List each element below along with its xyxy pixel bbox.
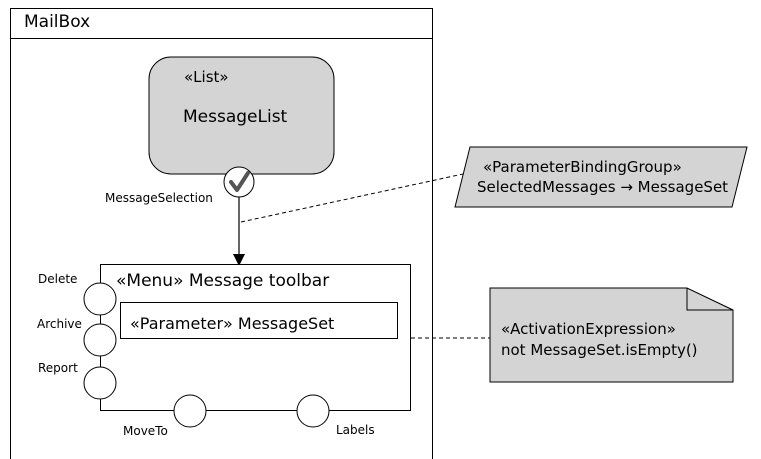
archive-label: Archive (37, 317, 82, 331)
activation-stereotype: «ActivationExpression» (501, 320, 676, 338)
labels-label: Labels (336, 423, 375, 437)
activation-expression: not MessageSet.isEmpty() (501, 341, 698, 359)
message-selection-pin[interactable] (223, 166, 255, 198)
parameter-binding-group-shape[interactable] (454, 146, 748, 208)
binding-group-stereotype: «ParameterBindingGroup» (483, 158, 682, 176)
archive-pin[interactable] (83, 323, 117, 357)
menu-title: «Menu» Message toolbar (116, 271, 330, 291)
message-list-name: MessageList (183, 107, 288, 127)
move-to-label: MoveTo (123, 424, 168, 438)
parameter-label: «Parameter» MessageSet (130, 314, 335, 333)
parameter-box[interactable] (120, 302, 398, 339)
activation-note-shape[interactable] (489, 287, 734, 383)
delete-pin[interactable] (83, 282, 117, 316)
report-pin[interactable] (83, 366, 117, 400)
report-label: Report (38, 361, 78, 375)
binding-group-connector (240, 170, 478, 223)
checkmark-icon (229, 171, 250, 192)
mailbox-title: MailBox (24, 12, 91, 32)
labels-pin[interactable] (296, 394, 330, 428)
move-to-pin[interactable] (173, 394, 207, 428)
message-selection-label: MessageSelection (105, 191, 213, 205)
binding-group-binding: SelectedMessages → MessageSet (477, 178, 729, 196)
note-fold-icon (686, 288, 733, 311)
delete-label: Delete (38, 272, 78, 286)
list-stereotype: «List» (184, 68, 229, 86)
mailbox-frame (10, 8, 433, 459)
